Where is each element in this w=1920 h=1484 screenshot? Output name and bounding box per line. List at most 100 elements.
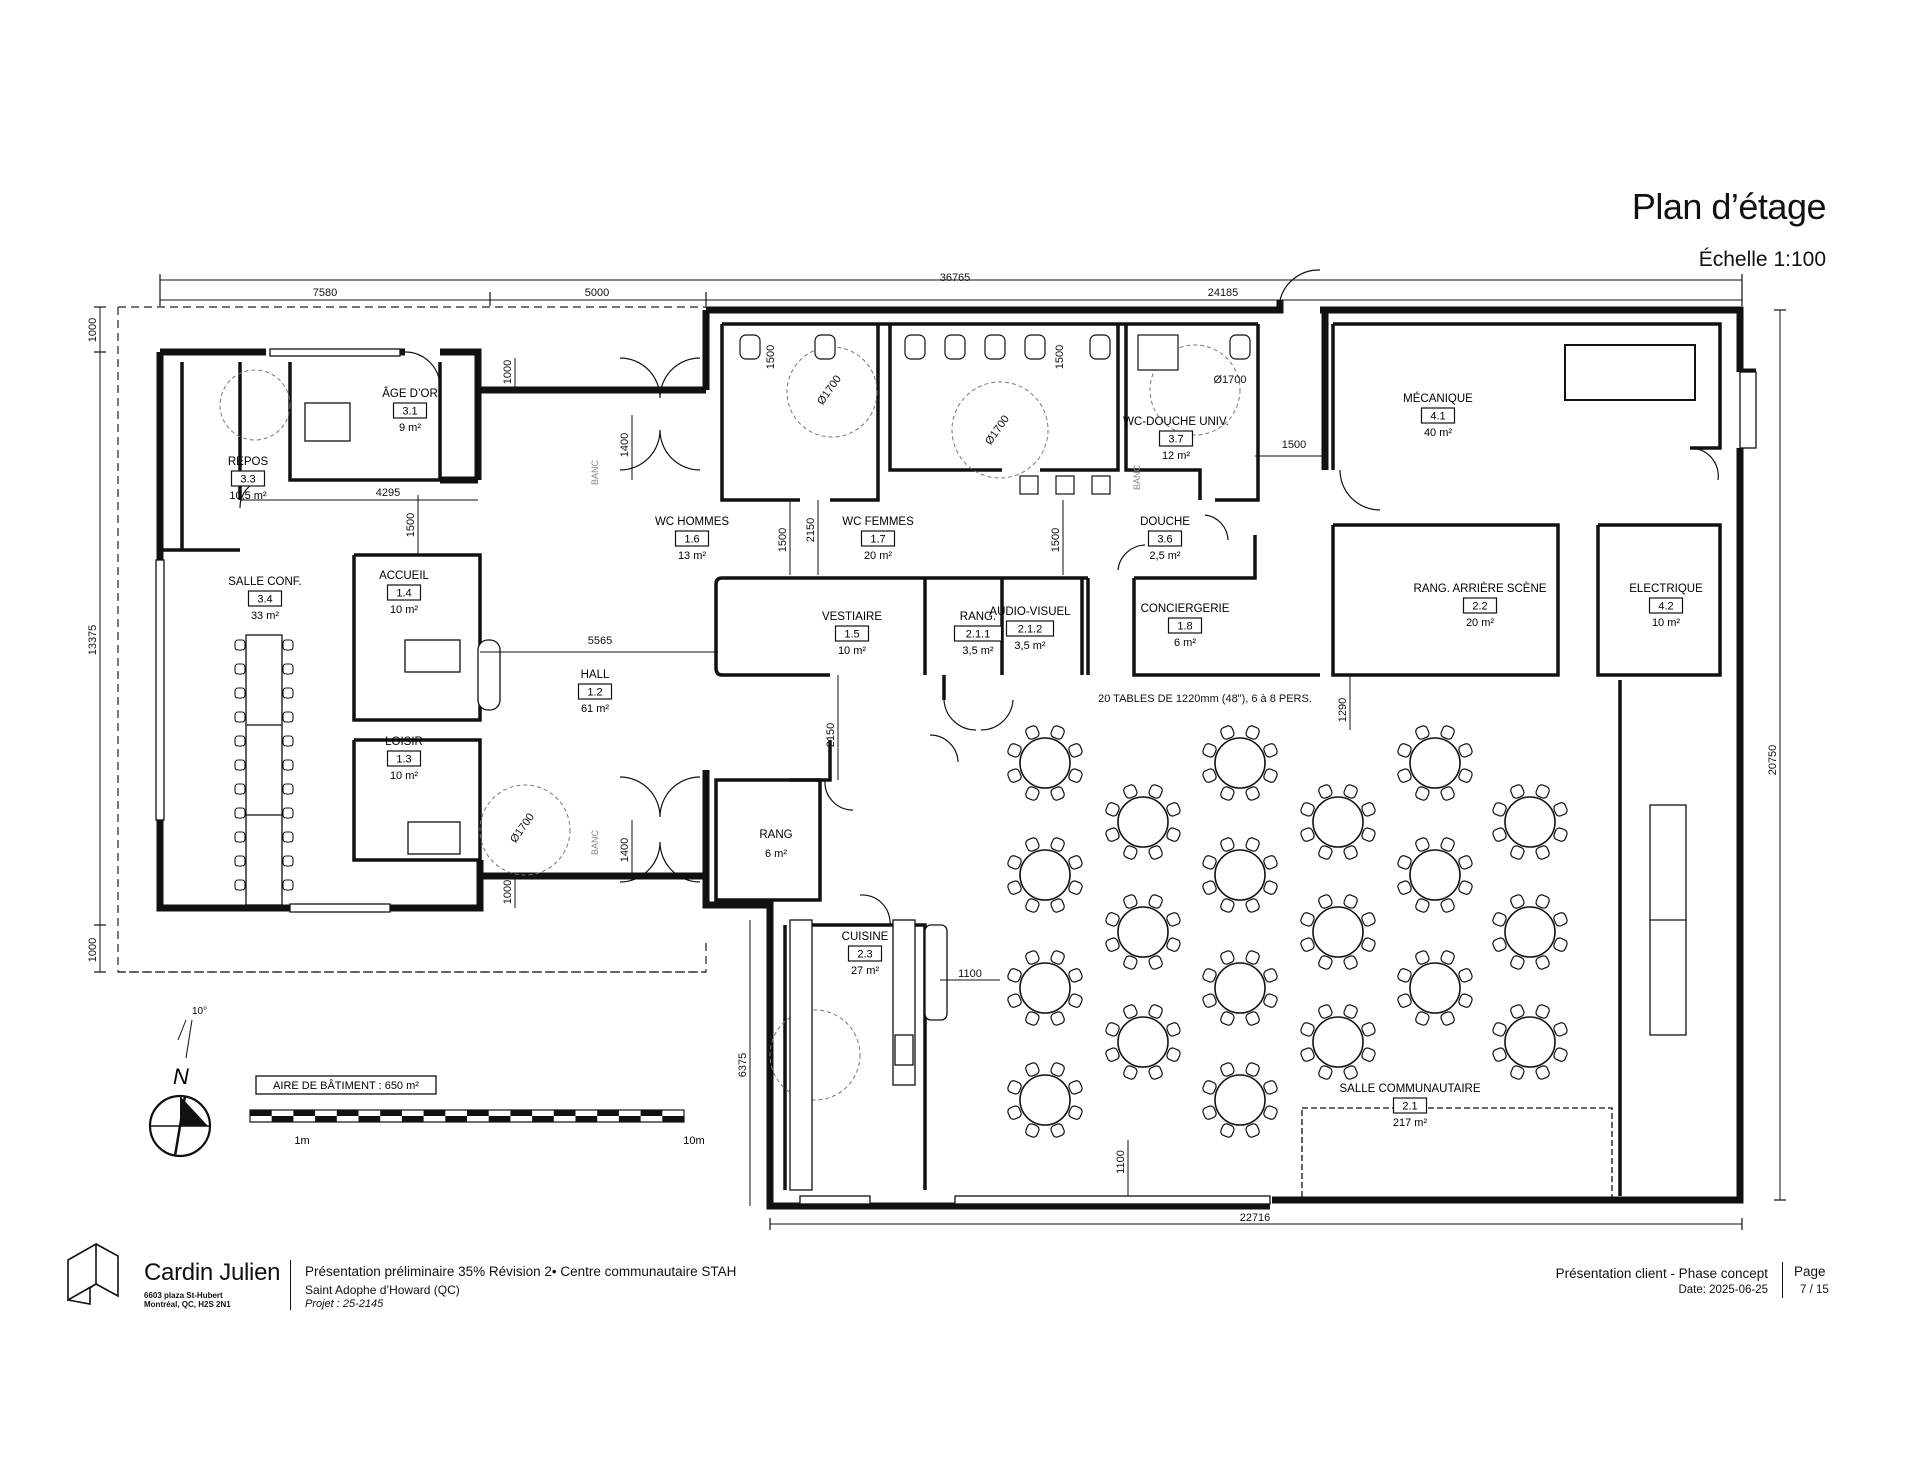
scale-cell (597, 1110, 619, 1116)
chair (1123, 955, 1138, 970)
chair (1397, 993, 1412, 1008)
presentation-date: Date: 2025-06-25 (1678, 1284, 1768, 1296)
table-top (1409, 849, 1461, 901)
chair (1361, 937, 1376, 952)
chair (1415, 725, 1430, 740)
chair (1105, 1047, 1120, 1062)
room-name: WC-DOUCHE UNIV. (1123, 416, 1229, 428)
chair (1245, 786, 1260, 801)
room-number: 4.1 (1430, 411, 1445, 423)
chair (282, 759, 294, 771)
room-number: 3.1 (402, 406, 417, 418)
chair (1300, 912, 1315, 927)
room-name: ELECTRIQUE (1629, 583, 1703, 595)
wc-diameter-3: Ø1700 (1213, 374, 1246, 386)
chair (1220, 725, 1235, 740)
chair (1068, 968, 1083, 983)
scale-cell (293, 1110, 316, 1116)
title-block-separator (290, 1260, 291, 1310)
room-area: 2,5 m² (1149, 550, 1181, 562)
chair (1535, 894, 1550, 909)
room-name: DOUCHE (1140, 516, 1190, 528)
room-area: 20 m² (1466, 617, 1494, 629)
table-top (1312, 1016, 1364, 1068)
chair (1343, 894, 1358, 909)
chair (1068, 1105, 1083, 1120)
round-table (1492, 1004, 1568, 1080)
room-number: 1.3 (396, 754, 411, 766)
chair (1220, 950, 1235, 965)
room-name: SALLE CONF. (228, 576, 302, 588)
loisir-diameter: Ø1700 (508, 811, 537, 845)
chair (1245, 837, 1260, 852)
building-area-box (255, 1075, 437, 1095)
chair (1510, 784, 1525, 799)
room-area: 10 m² (838, 645, 866, 657)
dim-2150-b: 2150 (825, 723, 837, 747)
chair (1007, 993, 1022, 1008)
chair (1343, 1065, 1358, 1080)
chair (1105, 1022, 1120, 1037)
chair (1415, 786, 1430, 801)
chair (1148, 955, 1163, 970)
scale-cell (315, 1116, 337, 1122)
chair (1397, 880, 1412, 895)
chair (1007, 855, 1022, 870)
chair (1492, 827, 1507, 842)
room-number: 1.6 (684, 534, 699, 546)
room-area: 10,5 m² (229, 490, 267, 502)
chair (1068, 855, 1083, 870)
room-number: 3.7 (1168, 434, 1183, 446)
room-area: 217 m² (1393, 1117, 1428, 1129)
scale-cell (553, 1110, 576, 1116)
room-name: MÉCANIQUE (1403, 392, 1473, 405)
chair (1202, 768, 1217, 783)
dim-hall-width: 5565 (588, 635, 612, 647)
wc-diameter-1: Ø1700 (815, 373, 844, 407)
desks (304, 402, 501, 855)
room-number-box (1147, 530, 1183, 547)
scale-cell (532, 1116, 554, 1122)
room-name: REPOS (228, 456, 269, 468)
chair (1397, 855, 1412, 870)
dim-1400-b: 1400 (619, 838, 631, 862)
room-number-box (247, 590, 283, 607)
brand-address-line-1: 6603 plaza St-Hubert (144, 1291, 223, 1300)
chair (1123, 1004, 1138, 1019)
chair (1343, 1004, 1358, 1019)
dim-1100-a: 1100 (958, 968, 982, 980)
table-top (1117, 796, 1169, 848)
chair (1025, 950, 1040, 965)
scale-end-label: 10m (683, 1135, 704, 1147)
chair (1510, 845, 1525, 860)
chair (1318, 784, 1333, 799)
room-number-box (847, 945, 883, 962)
round-table (1397, 725, 1473, 801)
brand-name: Cardin Julien (144, 1259, 281, 1286)
dim-1400-a: 1400 (619, 433, 631, 457)
table-top (1019, 849, 1071, 901)
room-number: 2.1 (1402, 1101, 1417, 1113)
chair (1458, 968, 1473, 983)
chair (1300, 1047, 1315, 1062)
chair (1361, 912, 1376, 927)
room-number: 1.7 (870, 534, 885, 546)
chair (1440, 786, 1455, 801)
chair (1458, 993, 1473, 1008)
room-number-box (1648, 597, 1684, 614)
chair (1492, 937, 1507, 952)
chair (1510, 955, 1525, 970)
chair (1202, 1080, 1217, 1095)
chair (1123, 784, 1138, 799)
bench-label-3: BANC (1132, 464, 1142, 490)
chair (1025, 1011, 1040, 1026)
chair (234, 831, 246, 843)
room-label: RANG.2.1.13,5 m² (953, 611, 1003, 657)
round-table (1105, 784, 1181, 860)
conference-table (245, 634, 283, 906)
